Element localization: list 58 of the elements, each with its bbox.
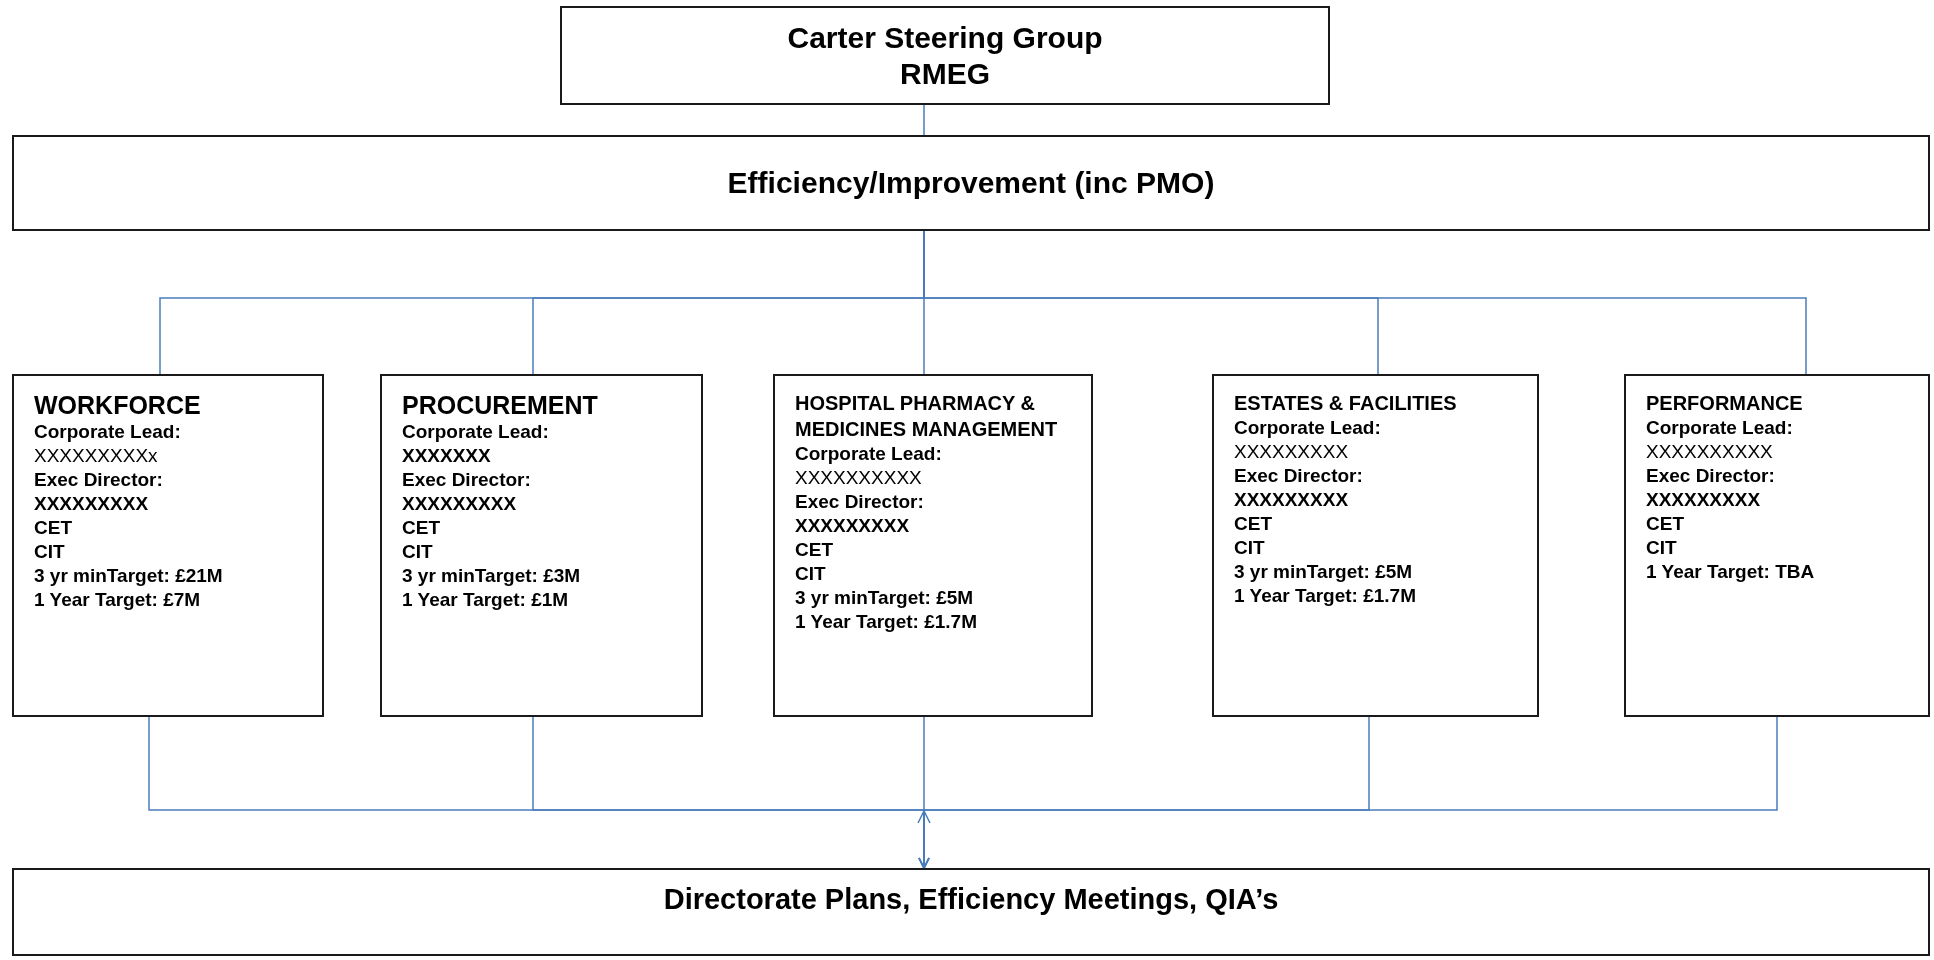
card-line: Corporate Lead: [795, 442, 943, 466]
card-line: XXXXXXXXXX [1646, 440, 1774, 464]
group-heading: Carter Steering Group [787, 19, 1103, 56]
card-line: XXXXXXXXX [402, 492, 518, 516]
panel-heading: Directorate Plans, Efficiency Meetings, QIA’s [663, 882, 1279, 916]
card-heading: WORKFORCE [34, 390, 202, 420]
card-line: 1 Year Target: £1.7M [795, 610, 978, 634]
card-line: CIT [795, 562, 827, 586]
team-card [12, 374, 324, 717]
card-line: Corporate Lead: [402, 420, 550, 444]
card-line: Corporate Lead: [1234, 416, 1382, 440]
card-line: XXXXXXXXX [795, 514, 911, 538]
connector-arrow [918, 716, 1778, 869]
card-line: Exec Director: [34, 468, 164, 492]
card-line: Exec Director: [1234, 464, 1364, 488]
card-line: CET [402, 516, 441, 540]
card-line: XXXXXXXXX [1234, 488, 1350, 512]
card-line: Exec Director: [795, 490, 925, 514]
card-line: XXXXXXX [402, 444, 492, 468]
team-card [773, 374, 1093, 717]
card-line: 3 yr minTarget: £21M [34, 564, 224, 588]
card-heading: PROCUREMENT [402, 390, 599, 420]
card-line: CIT [1646, 536, 1678, 560]
card-line: CET [34, 516, 73, 540]
card-line: Corporate Lead: [1646, 416, 1794, 440]
card-line: XXXXXXXXXx [34, 444, 159, 468]
card-heading: ESTATES & FACILITIES [1234, 391, 1458, 416]
card-line: 1 Year Target: £1M [402, 588, 570, 612]
card-line: XXXXXXXXXX [795, 466, 923, 490]
programme-band [12, 135, 1930, 231]
card-line: 3 yr minTarget: £5M [1234, 560, 1414, 584]
card-line: 1 Year Target: £7M [34, 588, 202, 612]
card-line: Exec Director: [1646, 464, 1776, 488]
card-line: 1 Year Target: £1.7M [1234, 584, 1417, 608]
team-card [380, 374, 703, 717]
card-line: CET [795, 538, 834, 562]
card-line: 1 Year Target: TBA [1646, 560, 1816, 584]
card-heading: PERFORMANCE [1646, 391, 1804, 416]
card-line: CIT [34, 540, 66, 564]
card-line: CET [1234, 512, 1273, 536]
card-line: Corporate Lead: [34, 420, 182, 444]
card-heading: HOSPITAL PHARMACY & MEDICINES MANAGEMENT [795, 391, 1059, 442]
card-line: CIT [402, 540, 434, 564]
group-heading: RMEG [900, 55, 990, 92]
card-line: XXXXXXXXX [34, 492, 150, 516]
card-line: 3 yr minTarget: £3M [402, 564, 582, 588]
group-box [560, 6, 1330, 105]
team-card [1212, 374, 1539, 717]
card-line: XXXXXXXXX [1646, 488, 1762, 512]
card-line: Exec Director: [402, 468, 532, 492]
card-line: XXXXXXXXX [1234, 440, 1350, 464]
connector-line [923, 104, 925, 136]
plans-panel [12, 868, 1930, 956]
card-line: CET [1646, 512, 1685, 536]
card-line: CIT [1234, 536, 1266, 560]
band-heading: Efficiency/Improvement (inc PMO) [727, 165, 1215, 201]
card-line: 3 yr minTarget: £5M [795, 586, 975, 610]
team-card [1624, 374, 1930, 717]
